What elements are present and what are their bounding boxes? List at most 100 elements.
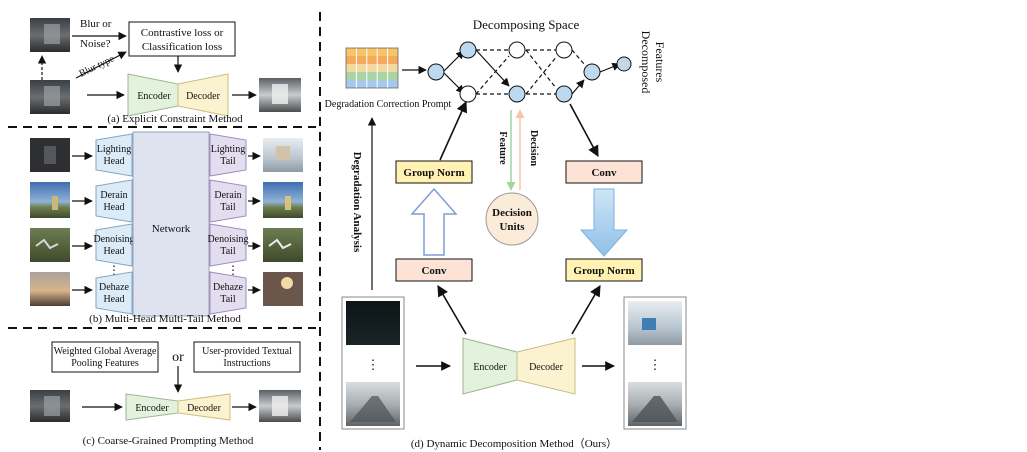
- node-output: [583, 63, 601, 81]
- group-norm-right: [565, 258, 643, 282]
- decoder-c-label: Decoder: [187, 403, 222, 414]
- head-derain-label-2: Head: [103, 202, 124, 213]
- head-denoising: [95, 223, 133, 267]
- head-derain-label-1: Derain: [100, 190, 127, 201]
- input-stack-ellipsis: ⋮: [367, 357, 380, 372]
- arrow-space-to-conv-right: [569, 103, 599, 157]
- panel-b: Lighting Head Derain Head Denoising Head…: [30, 131, 303, 325]
- head-denoising-label-2: Head: [103, 246, 124, 257]
- tail-derain-label-2: Tail: [220, 202, 236, 213]
- encoder-a-label: Encoder: [137, 91, 171, 102]
- pooling-box: [51, 341, 159, 373]
- decision-units: [485, 192, 539, 246]
- loss-box: [128, 21, 236, 57]
- decomposing-space-title: Decomposing Space: [473, 17, 580, 32]
- degradation-prompt-grid: [345, 47, 399, 89]
- head-dehaze-label-1: Dehaze: [99, 282, 130, 293]
- group-norm-left-label: Group Norm: [403, 167, 464, 179]
- decision-units-label-2: Units: [499, 221, 525, 233]
- text-instruction-label-1: User-provided Textual: [202, 346, 292, 357]
- prompt-label: Degradation Correction Prompt: [325, 99, 452, 110]
- output-stack-ellipsis: ⋮: [649, 357, 662, 372]
- or-label: or: [172, 350, 184, 365]
- input-image-haze: [30, 272, 70, 306]
- tail-dehaze: [209, 271, 247, 315]
- loss-label-1: Contrastive loss or: [141, 27, 224, 39]
- feature-label: Feature: [497, 131, 508, 165]
- arrow-gn-left-to-space: [439, 100, 467, 161]
- encoder-c-label: Encoder: [135, 403, 169, 414]
- decision-units-label-1: Decision: [492, 207, 532, 219]
- conv-left: [395, 258, 473, 282]
- arrow-encoder-to-conv-left: [437, 285, 467, 335]
- head-dehaze-label-2: Head: [103, 294, 124, 305]
- decoder-a: [177, 73, 229, 117]
- head-derain: [95, 179, 133, 223]
- node-l1-top: [459, 41, 477, 59]
- caption-a: (a) Explicit Constraint Method: [107, 113, 243, 125]
- decoder-d-label: Decoder: [529, 362, 564, 373]
- tail-lighting: [209, 133, 247, 177]
- conv-right-label: Conv: [591, 167, 617, 179]
- tail-lighting-label-2: Tail: [220, 156, 236, 167]
- tails-ellipsis: ⋮: [227, 263, 239, 277]
- tail-derain-label-1: Derain: [214, 190, 241, 201]
- hollow-arrow-up: [410, 187, 458, 256]
- blue-arrow-down: [579, 188, 629, 257]
- question-label-1: Blur or: [80, 18, 112, 30]
- output-image-derain: [263, 182, 303, 218]
- head-dehaze: [95, 271, 133, 315]
- node-input: [427, 63, 445, 81]
- pooling-label-1: Weighted Global Average: [54, 346, 157, 357]
- conv-right: [565, 160, 643, 184]
- decoder-c: [177, 393, 231, 421]
- node-out-final: [616, 56, 632, 72]
- head-lighting-label-2: Head: [103, 156, 124, 167]
- input-image-rain: [30, 182, 70, 218]
- node-l1-bottom: [459, 85, 477, 103]
- panel-c: Weighted Global Average Pooling Features…: [30, 341, 301, 447]
- pooling-label-2: Pooling Features: [71, 358, 139, 369]
- question-label-2: Noise?: [80, 38, 111, 50]
- tail-denoising: [209, 223, 247, 267]
- heads-ellipsis: ⋮: [108, 263, 120, 277]
- decoder-a-label: Decoder: [186, 91, 221, 102]
- arrow-decoder-to-gn-right: [571, 285, 601, 335]
- blur-type-label: Blur type: [77, 53, 116, 80]
- caption-c: (c) Coarse-Grained Prompting Method: [83, 435, 254, 447]
- head-lighting-label-1: Lighting: [97, 144, 131, 155]
- arrow-blur-type: [75, 51, 127, 79]
- encoder-d-label: Encoder: [473, 362, 507, 373]
- loss-label-2: Classification loss: [142, 41, 222, 53]
- text-instruction-label-2: Instructions: [223, 358, 270, 369]
- head-denoising-label-1: Denoising: [93, 234, 134, 245]
- input-image-night: [346, 301, 400, 345]
- tail-denoising-label-2: Tail: [220, 246, 236, 257]
- network-block: [132, 131, 210, 317]
- node-l2-bottom: [508, 85, 526, 103]
- tail-dehaze-label-1: Dehaze: [213, 282, 244, 293]
- decomposed-label-1: Decomposed: [639, 31, 653, 94]
- tail-derain: [209, 179, 247, 223]
- decision-label: Decision: [528, 130, 539, 167]
- head-lighting: [95, 133, 133, 177]
- conv-left-label: Conv: [421, 265, 447, 277]
- caption-b: (b) Multi-Head Multi-Tail Method: [89, 313, 241, 325]
- panel-a: Blur or Noise? Blur type Contrastive los…: [30, 18, 301, 125]
- tail-lighting-label-1: Lighting: [211, 144, 245, 155]
- degradation-analysis-label: Degradation Analysis: [351, 152, 363, 253]
- network-label: Network: [152, 223, 191, 235]
- decoder-d: [516, 337, 576, 395]
- node-l3-top: [555, 41, 573, 59]
- panel-d: Degradation Correction Prompt Decomposin…: [325, 17, 687, 450]
- group-norm-right-label: Group Norm: [573, 265, 634, 277]
- node-l2-top: [508, 41, 526, 59]
- node-l3-bottom: [555, 85, 573, 103]
- tail-dehaze-label-2: Tail: [220, 294, 236, 305]
- text-instruction-box: [193, 341, 301, 373]
- output-image-dehaze: [263, 272, 303, 306]
- decomposing-network-edges: [442, 49, 621, 95]
- decomposed-label-2: Features: [653, 42, 667, 83]
- group-norm-left: [395, 160, 473, 184]
